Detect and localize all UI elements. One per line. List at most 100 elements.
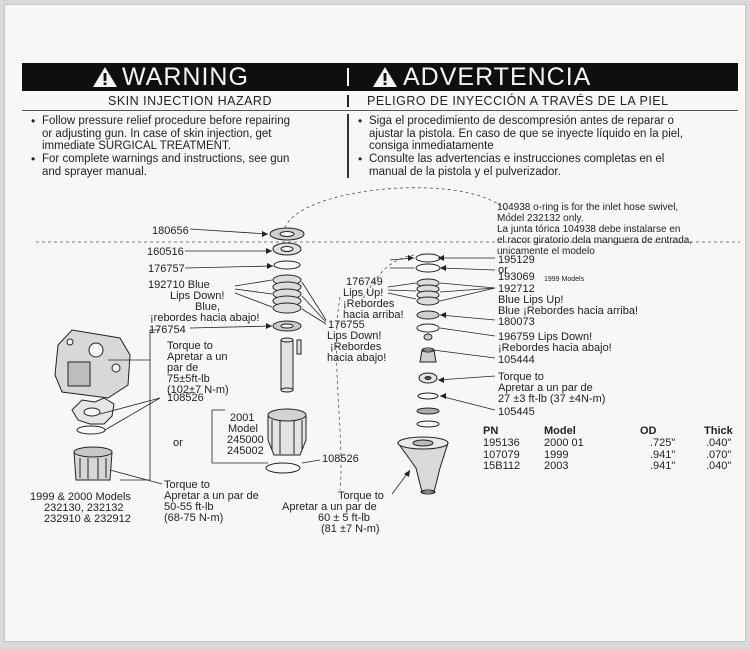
- column-divider: [347, 114, 349, 178]
- torque-50-label-2: Apretar a un par de: [164, 490, 259, 502]
- part-176757-label: 176757: [148, 263, 185, 275]
- bullet-es-1-line-3: consiga inmediatamente: [369, 140, 494, 152]
- torque-27-value: 27 ±3 ft-lb (37 ±4N-m): [498, 393, 606, 405]
- note-104938-line-3: La junta tórica 104938 debe instalarse e…: [497, 224, 681, 235]
- models-1999-2000-label-3: 232910 & 232912: [44, 513, 131, 525]
- table-header-thick: Thick: [704, 425, 733, 437]
- torque-50-label: Torque to: [164, 479, 210, 491]
- part-105444-label: 105444: [498, 354, 535, 366]
- subtitle-divider: [347, 95, 349, 107]
- torque-75-value: 75±5ft-lb: [167, 373, 210, 385]
- models-1999-2000-label: 1999 & 2000 Models: [30, 491, 131, 503]
- note-104938-line-4: el racor giratorio dela manguera de entr…: [497, 235, 693, 246]
- table-cell: 15B112: [483, 460, 521, 472]
- torque-75-label-3: par de: [167, 362, 199, 374]
- torque-60-metric: (81 ±7 N-m): [321, 523, 380, 535]
- part-180073-label: 180073: [498, 316, 535, 328]
- part-108526-label-b: 108526: [322, 453, 359, 465]
- torque-50-metric: (68-75 N-m): [164, 512, 224, 524]
- note-104938-line-5: unicamente el modelo: [497, 246, 595, 257]
- bullet-icon: •: [31, 152, 36, 166]
- table-header-model: Model: [544, 425, 576, 437]
- warning-banner: WARNING ADVERTENCIA: [22, 63, 738, 91]
- part-192712-label-2: Blue Lips Up!: [498, 294, 564, 306]
- part-196759-label-2: ¡Rebordes hacia abajo!: [498, 342, 612, 354]
- table-cell: .941": [650, 448, 676, 461]
- table-cell: 195136: [483, 437, 520, 449]
- table-header-pn: PN: [483, 425, 499, 437]
- table-cell: 2003: [544, 460, 569, 472]
- model-2001-label-2: Model: [228, 423, 258, 435]
- bullet-es-1-line-1: Siga el procedimiento de descompresión a…: [369, 115, 674, 127]
- header-rule: [22, 110, 738, 111]
- table-cell: .070": [706, 448, 732, 461]
- part-193069-label: 193069: [498, 271, 535, 283]
- note-104938-line-2: Model 232132 only.: [497, 213, 584, 224]
- table-cell: 2000 01: [544, 437, 584, 449]
- table-cell: .040": [706, 460, 732, 472]
- table-cell: 1999: [544, 448, 569, 461]
- part-180656-label: 180656: [152, 225, 189, 237]
- bullet-en-2-line-1: For complete warnings and instructions, …: [42, 153, 290, 165]
- part-108526-label: 108526: [167, 392, 204, 404]
- part-176755-label: 176755: [328, 319, 365, 331]
- torque-27-label-2: Apretar a un par de: [498, 382, 593, 394]
- part-192712-label: 192712: [498, 283, 535, 295]
- part-176749-label: 176749: [346, 276, 383, 288]
- part-176749-label-2: Lips Up!: [343, 287, 384, 299]
- table-header-od: OD: [640, 425, 657, 437]
- part-160516-label: 160516: [147, 246, 184, 258]
- part-195129-label: 195129: [498, 254, 535, 266]
- part-176755-label-4: hacia abajo!: [327, 352, 387, 364]
- part-176755-label-3: ¡Rebordes: [330, 341, 382, 353]
- torque-60-label: Torque to: [338, 490, 384, 502]
- part-105445-label: 105445: [498, 406, 535, 418]
- part-192712-label-3: Blue ¡Rebordes hacia arriba!: [498, 305, 639, 317]
- model-2001-label-3: 245000: [227, 434, 264, 446]
- bullet-es-2-line-2: manual de la pistola y el pulverizador.: [369, 165, 561, 178]
- torque-75-label: Torque to: [167, 340, 213, 352]
- part-192710-label-4: ¡rebordes hacia abajo!: [150, 312, 260, 324]
- part-176754-label: 176754: [149, 324, 186, 336]
- banner-divider: [347, 68, 349, 86]
- note-104938-line-1: 104938 o-ring is for the inlet hose swiv…: [497, 202, 679, 213]
- peligro-subtitle: PELIGRO DE INYECCIÓN A TRAVÉS DE LA PIEL: [367, 94, 669, 108]
- bullet-es-1-line-2: ajustar la pistola. En caso de que se in…: [369, 127, 683, 140]
- part-176749-label-4: hacia arriba!: [343, 309, 404, 321]
- bullet-icon: •: [31, 114, 36, 128]
- bullet-icon: •: [358, 152, 363, 166]
- model-2001-label: 2001: [230, 412, 255, 424]
- torque-60-label-2: Apretar a un par de: [282, 501, 377, 513]
- bullet-en-1-line-1: Follow pressure relief procedure before …: [42, 115, 291, 127]
- advertencia-title: ADVERTENCIA: [403, 63, 592, 91]
- table-cell: .941": [650, 460, 676, 472]
- warning-triangle-icon: [373, 67, 397, 87]
- part-192710-label: 192710 Blue: [148, 279, 210, 291]
- part-176749-label-3: ¡Rebordes: [343, 298, 395, 310]
- part-196759-label: 196759 Lips Down!: [498, 331, 593, 343]
- skin-injection-hazard-subtitle: SKIN INJECTION HAZARD: [108, 94, 272, 108]
- model-2001-label-4: 245002: [227, 445, 264, 457]
- bullet-en-2-line-2: and sprayer manual.: [42, 165, 147, 178]
- torque-75-metric: (102±7 N-m): [167, 384, 229, 396]
- warning-triangle-icon: [93, 67, 117, 87]
- models-1999-2000-label-2: 232130, 232132: [44, 502, 124, 514]
- torque-27-label: Torque to: [498, 371, 544, 383]
- table-cell: 107079: [483, 448, 520, 461]
- or-label-right: or: [498, 264, 508, 276]
- part-176755-label-2: Lips Down!: [327, 330, 382, 342]
- torque-50-value: 50-55 ft-lb: [164, 501, 214, 513]
- torque-60-value: 60 ± 5 ft-lb: [318, 512, 370, 524]
- part-192710-label-2: Lips Down!: [170, 290, 225, 302]
- torque-75-label-2: Apretar a un: [167, 351, 228, 363]
- table-cell: .725": [650, 437, 676, 449]
- bullet-en-1-line-3: immediate SURGICAL TREATMENT.: [42, 140, 231, 152]
- part-193069-note: 1999 Models: [544, 276, 585, 283]
- bullet-icon: •: [358, 114, 363, 128]
- warning-title: WARNING: [122, 63, 249, 91]
- bullet-es-2-line-1: Consulte las advertencias e instruccione…: [369, 153, 665, 165]
- or-label: or: [173, 437, 183, 449]
- bullet-en-1-line-2: or adjusting gun. In case of skin inject…: [42, 127, 272, 140]
- table-cell: .040": [706, 437, 732, 449]
